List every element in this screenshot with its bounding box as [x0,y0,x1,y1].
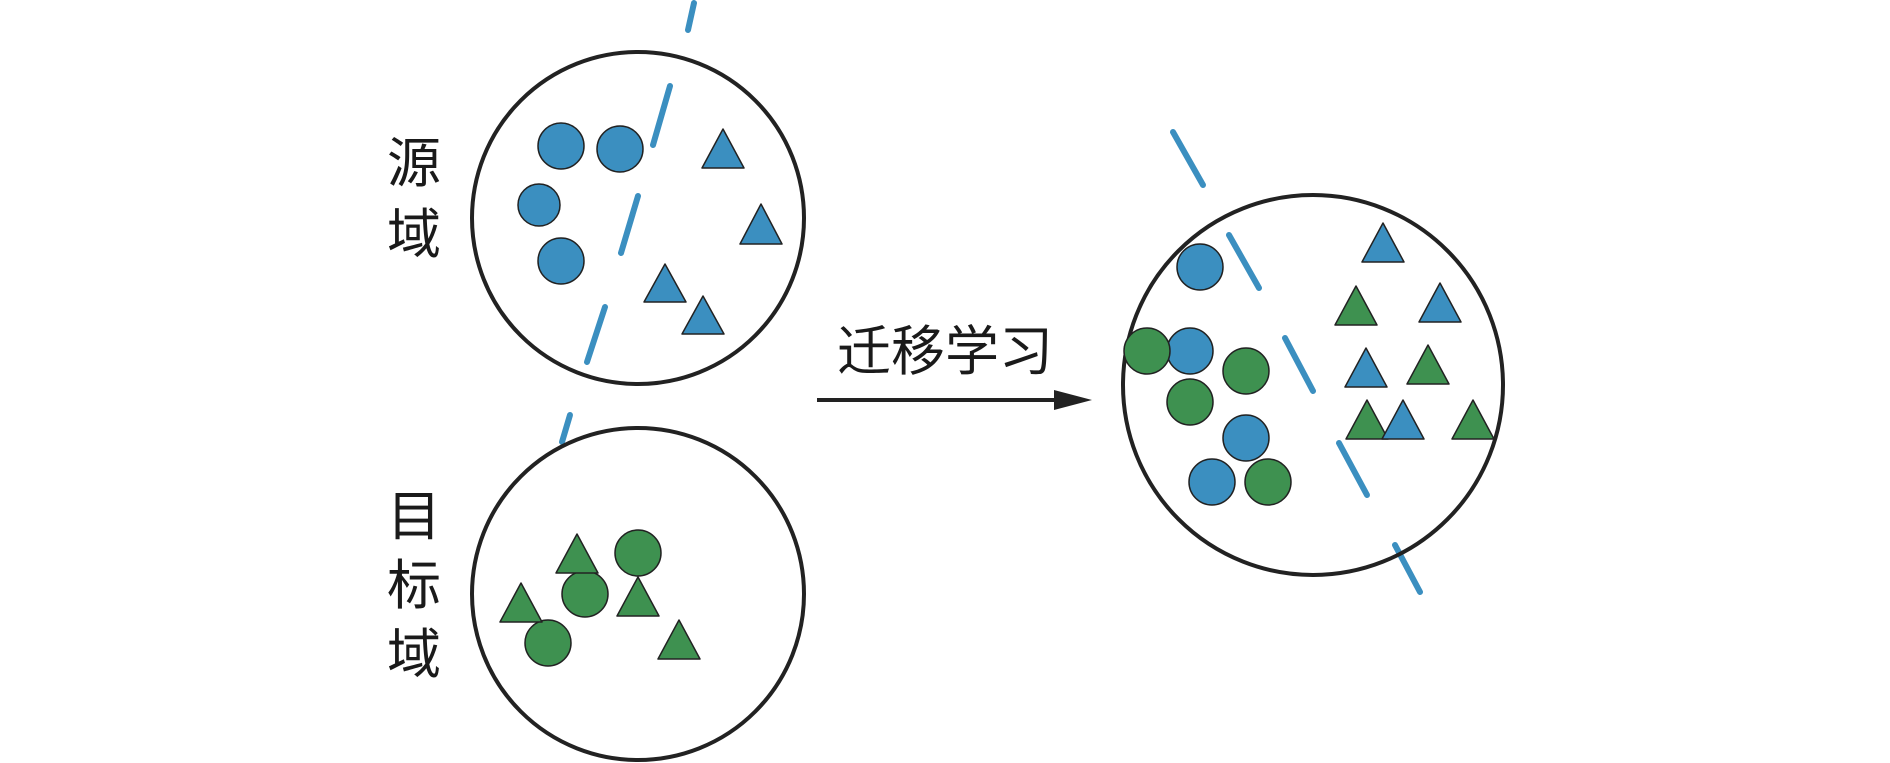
transfer-learning-label: 迁移学习 [837,320,1053,383]
source-circle-point [517,183,561,227]
merged-domain-circle [1121,193,1505,577]
merged-source-triangle-point [1361,222,1405,263]
source-decision-boundary [559,0,697,445]
merged-source-circle-point [1188,458,1236,506]
source-domain-group: 源 域 [387,0,806,445]
merged-target-triangle-point [1451,399,1495,440]
target-domain-label-char: 标 [387,554,441,617]
target-class-a-points [524,529,662,667]
merged-domain-group [1121,129,1505,595]
merged-target-circle-point [1166,378,1214,426]
merged-target-triangle-point [1406,344,1450,385]
source-domain-label-char: 源 [387,132,441,195]
merged-class-b-points [1334,222,1495,440]
target-triangle-point [657,619,701,660]
merged-target-triangle-point [1345,399,1389,440]
transfer-learning-arrow: 迁移学习 [817,320,1092,410]
merged-decision-boundary [1170,129,1423,595]
merged-target-circle-point [1222,347,1270,395]
merged-source-circle-point [1166,327,1214,375]
source-triangle-point [643,263,687,303]
source-domain-circle [470,50,806,386]
source-circle-point [537,237,585,285]
target-class-b-points [499,533,701,660]
merged-target-circle-point [1244,458,1292,506]
target-domain-label-char: 域 [387,623,441,686]
arrow-head-icon [1054,390,1092,410]
target-circle-point [614,529,662,577]
target-domain-circle [470,426,806,762]
target-domain-group: 目 标 域 [387,426,806,762]
source-triangle-point [739,203,783,245]
merged-target-triangle-point [1334,285,1378,326]
merged-source-circle-point [1222,414,1270,462]
source-triangle-point [701,128,745,169]
source-domain-label-char: 域 [387,203,441,266]
merged-source-circle-point [1176,243,1224,291]
merged-source-triangle-point [1344,347,1388,388]
merged-class-a-points [1123,243,1292,506]
source-circle-point [596,125,644,173]
source-circle-point [537,122,585,170]
target-domain-label-char: 目 [387,485,441,548]
source-triangle-point [681,295,725,335]
merged-target-circle-point [1123,327,1171,375]
source-class-b-points [643,128,783,335]
target-triangle-point [555,533,599,574]
target-triangle-point [616,576,660,617]
target-circle-point [561,570,609,618]
target-triangle-point [499,582,543,623]
merged-source-triangle-point [1381,399,1425,440]
source-class-a-points [517,122,644,285]
merged-source-triangle-point [1418,282,1462,323]
target-circle-point [524,619,572,667]
